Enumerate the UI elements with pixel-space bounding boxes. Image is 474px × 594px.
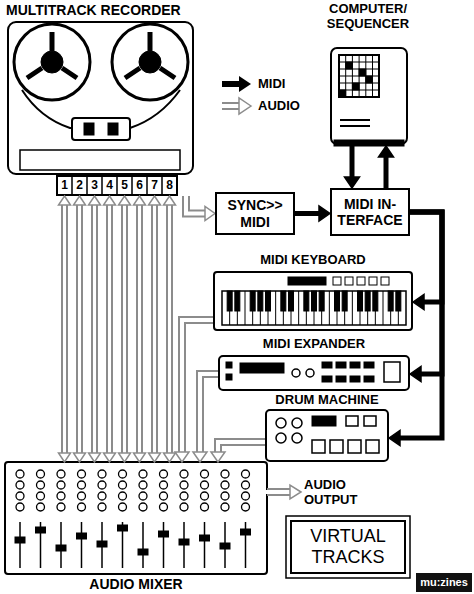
node-label: MULTITRACK RECORDER (6, 2, 181, 18)
connector (410, 212, 442, 310)
connector (74, 196, 86, 462)
keyboard-illustration (214, 272, 412, 330)
connector (134, 196, 146, 462)
track-number: 5 (117, 176, 132, 195)
node-label: MIDI IN- TERFACE (337, 196, 403, 228)
node-label: DRUM MACHINE (275, 393, 378, 408)
connector (186, 196, 215, 221)
keyboard-unit: MIDI KEYBOARD (213, 253, 413, 332)
output-label: AUDIO OUTPUT (304, 476, 394, 510)
node-label: SYNC>> MIDI (222, 197, 288, 229)
process-box: SYNC>> MIDI (215, 192, 295, 235)
legend-text: AUDIO (258, 98, 300, 114)
track-number: 2 (72, 176, 87, 195)
legend-swatch (221, 98, 251, 114)
legend-text: MIDI (258, 76, 285, 92)
connector (295, 206, 330, 221)
legend-swatch (222, 76, 251, 92)
node-label: AUDIO MIXER (89, 576, 182, 592)
connector (211, 442, 265, 462)
connector (89, 196, 101, 462)
connector (345, 146, 360, 188)
mixer-unit: AUDIO MIXER (4, 462, 268, 592)
recorder-unit: MULTITRACK RECORDER (6, 2, 206, 196)
connector (104, 196, 116, 462)
frame (286, 516, 410, 578)
watermark: mu:zines (416, 573, 472, 592)
computer-illustration (331, 48, 407, 146)
audio-output-arrow (266, 485, 301, 499)
connector (175, 320, 213, 462)
connector (149, 196, 161, 462)
node-label: MIDI EXPANDER (263, 337, 365, 352)
connector (119, 196, 131, 462)
connector (379, 146, 394, 188)
connector (59, 196, 71, 462)
track-number: 3 (87, 176, 102, 195)
track-number: 1 (57, 176, 72, 195)
node-label: VIRTUAL TRACKS (297, 526, 399, 567)
expander-illustration (219, 356, 409, 390)
tape-recorder (8, 22, 193, 195)
track-number: 7 (147, 176, 162, 195)
mixer-illustration (5, 462, 267, 574)
track-number: 6 (132, 176, 147, 195)
node-label: COMPUTER/ SEQUENCER (316, 2, 420, 32)
note-box: VIRTUAL TRACKS (290, 520, 406, 574)
drum-machine-unit: DRUM MACHINE (265, 393, 389, 462)
track-number: 4 (102, 176, 117, 195)
expander-unit: MIDI EXPANDER (218, 337, 410, 391)
computer-unit: COMPUTER/ SEQUENCER (316, 2, 420, 146)
connector (410, 212, 442, 382)
connector (389, 212, 442, 446)
connector (164, 196, 176, 462)
drum-machine-illustration (266, 410, 388, 461)
process-box: MIDI IN- TERFACE (330, 188, 410, 236)
node-label: MIDI KEYBOARD (260, 253, 365, 268)
track-number: 8 (162, 176, 177, 195)
